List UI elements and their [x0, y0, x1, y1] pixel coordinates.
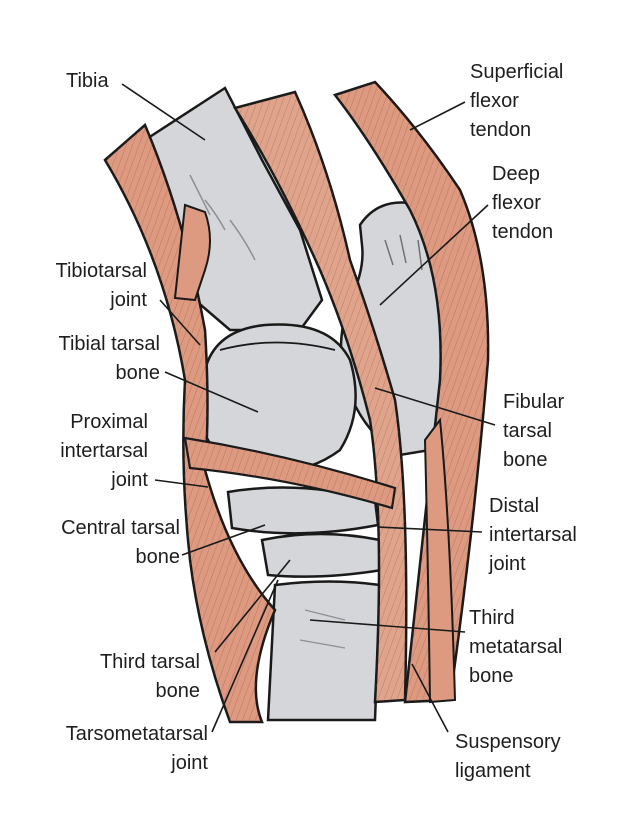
leader-tibial-tarsal [164, 371, 259, 413]
leader-tibiotarsal-joint [159, 299, 201, 346]
label-line: joint [171, 752, 208, 774]
third-tarsal-bone [260, 532, 384, 578]
label-tibia: Tibia [66, 67, 109, 96]
label-line: flexor [470, 90, 519, 112]
leader-suspensory [411, 663, 449, 733]
label-line: intertarsal [60, 440, 148, 462]
label-line: joint [489, 553, 526, 575]
label-distal-intertarsal-joint: Distal intertarsal joint [489, 492, 577, 579]
label-line: joint [111, 469, 148, 491]
label-line: Tibiotarsal [55, 260, 147, 282]
collateral-strap [173, 203, 211, 302]
leader-tarsometatarsal [211, 579, 279, 733]
leader-third-metatarsal [309, 619, 466, 633]
suspensory-ligament-shape [423, 417, 457, 704]
label-line: Tibial tarsal [58, 333, 160, 355]
leader-central-tarsal [181, 524, 266, 556]
label-line: Deep [492, 163, 540, 185]
label-line: bone [115, 362, 161, 384]
label-central-tarsal-bone: Central tarsal bone [61, 514, 180, 572]
label-line: bone [503, 449, 548, 471]
leader-third-tarsal [214, 559, 291, 653]
label-line: bone [469, 665, 514, 687]
label-line: bone [135, 546, 181, 568]
label-line: metatarsal [469, 636, 563, 658]
label-line: Tarsometatarsal [65, 723, 208, 745]
label-tibial-tarsal-bone: Tibial tarsal bone [58, 330, 160, 388]
label-line: Central tarsal [61, 517, 180, 539]
leader-proximal-intertarsal [154, 479, 209, 488]
leader-deep-flexor [379, 204, 489, 306]
label-line: ligament [455, 760, 531, 782]
label-proximal-intertarsal-joint: Proximal intertarsal joint [60, 408, 148, 495]
label-suspensory-ligament: Suspensory ligament [455, 728, 561, 786]
leader-tibia [121, 83, 206, 141]
label-fibular-tarsal-bone: Fibular tarsal bone [503, 388, 564, 475]
label-line: Superficial [470, 61, 564, 83]
label-line: tendon [470, 119, 532, 141]
label-line: Third [469, 607, 515, 629]
third-metatarsal-bone [266, 580, 382, 722]
label-line: bone [155, 680, 201, 702]
transverse-ligament [183, 436, 397, 510]
label-line: Distal [489, 495, 540, 517]
label-line: intertarsal [489, 524, 577, 546]
leader-superficial-flexor [409, 101, 466, 131]
label-superficial-flexor-tendon: Superficial flexor tendon [470, 58, 563, 145]
label-tarsometatarsal-joint: Tarsometatarsal joint [66, 720, 208, 778]
leader-fibular-tarsal [374, 387, 496, 426]
label-deep-flexor-tendon: Deep flexor tendon [492, 160, 553, 247]
deep-flexor-tendon-shape [233, 90, 408, 704]
leader-distal-intertarsal [377, 526, 483, 533]
leader-lines [121, 83, 496, 733]
label-line: Proximal [70, 411, 148, 433]
label-third-metatarsal-bone: Third metatarsal bone [469, 604, 562, 691]
label-third-tarsal-bone: Third tarsal bone [100, 648, 200, 706]
label-line: Suspensory [455, 731, 561, 753]
label-line: Third tarsal [99, 651, 200, 673]
label-line: tendon [492, 221, 554, 243]
label-line: joint [110, 289, 147, 311]
label-tibiotarsal-joint: Tibiotarsal joint [55, 257, 147, 315]
label-tibia-line1: Tibia [66, 70, 109, 92]
label-line: flexor [492, 192, 541, 214]
label-line: Fibular [503, 391, 565, 413]
label-line: tarsal [503, 420, 552, 442]
